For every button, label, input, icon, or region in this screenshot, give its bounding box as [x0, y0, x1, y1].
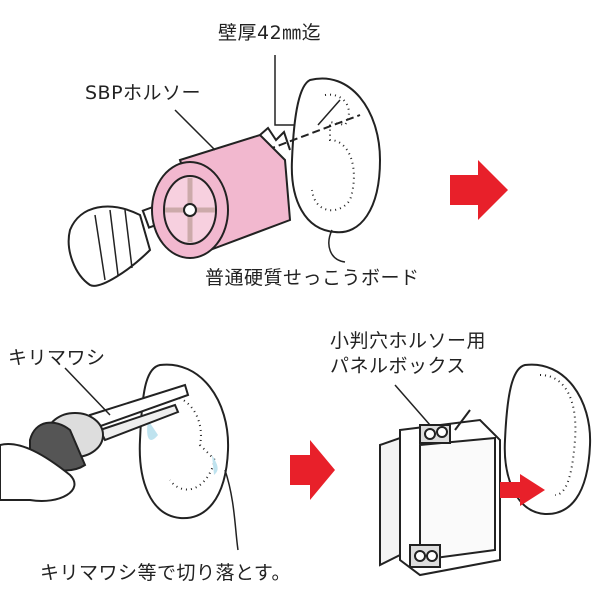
- hand: [0, 443, 76, 502]
- oval-hole-saw-label-2: パネルボックス: [330, 355, 466, 377]
- kirimawashi-label: キリマワシ: [8, 347, 106, 369]
- gypsum-board-top: [290, 77, 382, 234]
- board-label: 普通硬質せっこうボード: [205, 267, 420, 289]
- hole-saw-leader: [174, 109, 216, 151]
- hole-saw-label: SBPホルソー: [85, 82, 202, 104]
- cut-off-label: キリマワシ等で切り落とす。: [40, 562, 292, 584]
- kirimawashi-leader: [64, 367, 111, 416]
- board-leader: [328, 229, 346, 263]
- cut-leader: [224, 469, 239, 551]
- arrow-insert-icon: [500, 474, 545, 506]
- panel-box: [379, 409, 501, 577]
- panel-box-leader: [394, 384, 431, 426]
- sbp-hole-saw: [151, 126, 292, 259]
- gypsum-board-oval-hole: [503, 363, 592, 516]
- arrow-right-icon: [450, 160, 508, 220]
- wall-thickness-label: 壁厚42㎜迄: [218, 22, 322, 44]
- arrow-right-icon-2: [290, 440, 335, 500]
- oval-hole-saw-label-1: 小判穴ホルソー用: [330, 330, 487, 352]
- thickness-leader: [274, 55, 295, 126]
